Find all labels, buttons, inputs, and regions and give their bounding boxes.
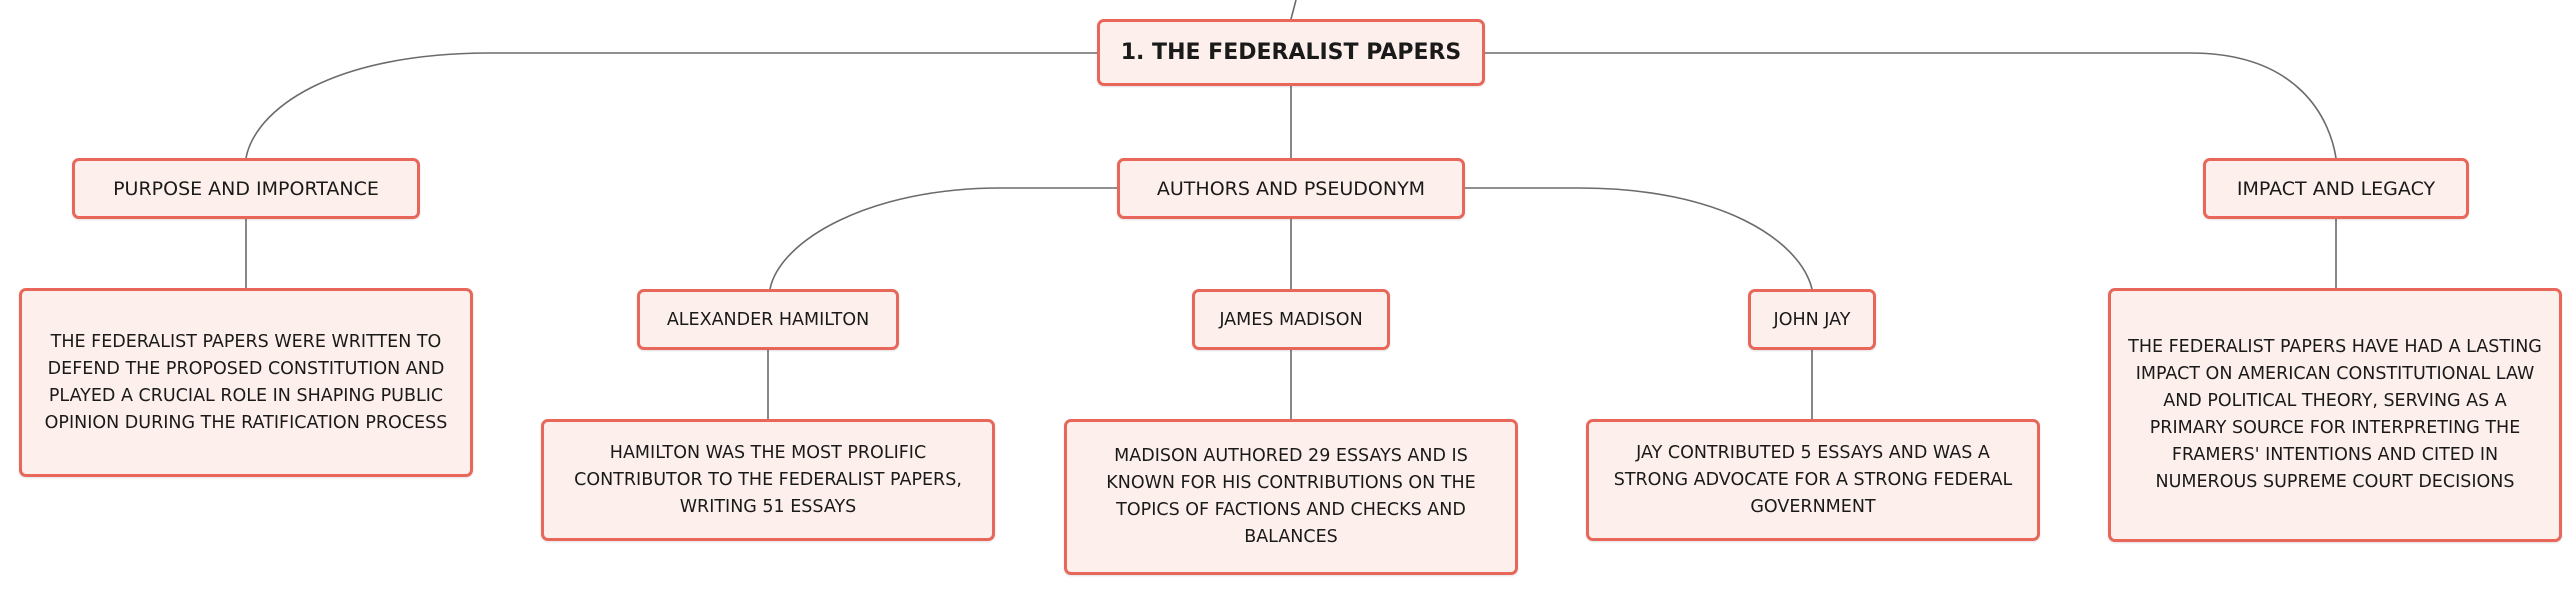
root-label: 1. THE FEDERALIST PAPERS (1120, 40, 1462, 65)
node-james-madison[interactable]: JAMES MADISON (1192, 289, 1390, 350)
connector-root-impact (1485, 52, 2337, 159)
node-text: HAMILTON WAS THE MOST PROLIFIC CONTRIBUT… (574, 442, 962, 517)
root-node[interactable]: 1. THE FEDERALIST PAPERS (1097, 19, 1485, 86)
node-label: JAMES MADISON (1219, 309, 1363, 330)
node-madison-detail[interactable]: MADISON AUTHORED 29 ESSAYS AND IS KNOWN … (1064, 419, 1518, 575)
node-label: IMPACT AND LEGACY (2236, 177, 2436, 200)
node-purpose-detail[interactable]: THE FEDERALIST PAPERS WERE WRITTEN TO DE… (19, 288, 473, 477)
node-impact-detail[interactable]: THE FEDERALIST PAPERS HAVE HAD A LASTING… (2108, 288, 2562, 542)
node-john-jay[interactable]: JOHN JAY (1748, 289, 1876, 350)
node-hamilton-detail[interactable]: HAMILTON WAS THE MOST PROLIFIC CONTRIBUT… (541, 419, 995, 541)
connector-root-parent (1290, 0, 1297, 20)
node-label: ALEXANDER HAMILTON (666, 309, 870, 330)
node-jay-detail[interactable]: JAY CONTRIBUTED 5 ESSAYS AND WAS A STRON… (1586, 419, 2040, 541)
node-label: AUTHORS AND PSEUDONYM (1156, 177, 1426, 200)
node-alexander-hamilton[interactable]: ALEXANDER HAMILTON (637, 289, 899, 350)
node-purpose-and-importance[interactable]: PURPOSE AND IMPORTANCE (72, 158, 420, 219)
node-label: PURPOSE AND IMPORTANCE (113, 177, 379, 200)
connector-authors-hamilton (769, 187, 1117, 290)
connector-root-purpose (245, 52, 1097, 159)
node-text: MADISON AUTHORED 29 ESSAYS AND IS KNOWN … (1106, 446, 1476, 547)
node-text: JAY CONTRIBUTED 5 ESSAYS AND WAS A STRON… (1613, 442, 2013, 517)
node-text: THE FEDERALIST PAPERS HAVE HAD A LASTING… (2128, 337, 2542, 492)
connector-authors-jay (1465, 187, 1813, 290)
node-authors-and-pseudonym[interactable]: AUTHORS AND PSEUDONYM (1117, 158, 1465, 219)
node-impact-and-legacy[interactable]: IMPACT AND LEGACY (2203, 158, 2469, 219)
node-text: THE FEDERALIST PAPERS WERE WRITTEN TO DE… (44, 331, 448, 433)
node-label: JOHN JAY (1773, 309, 1851, 330)
